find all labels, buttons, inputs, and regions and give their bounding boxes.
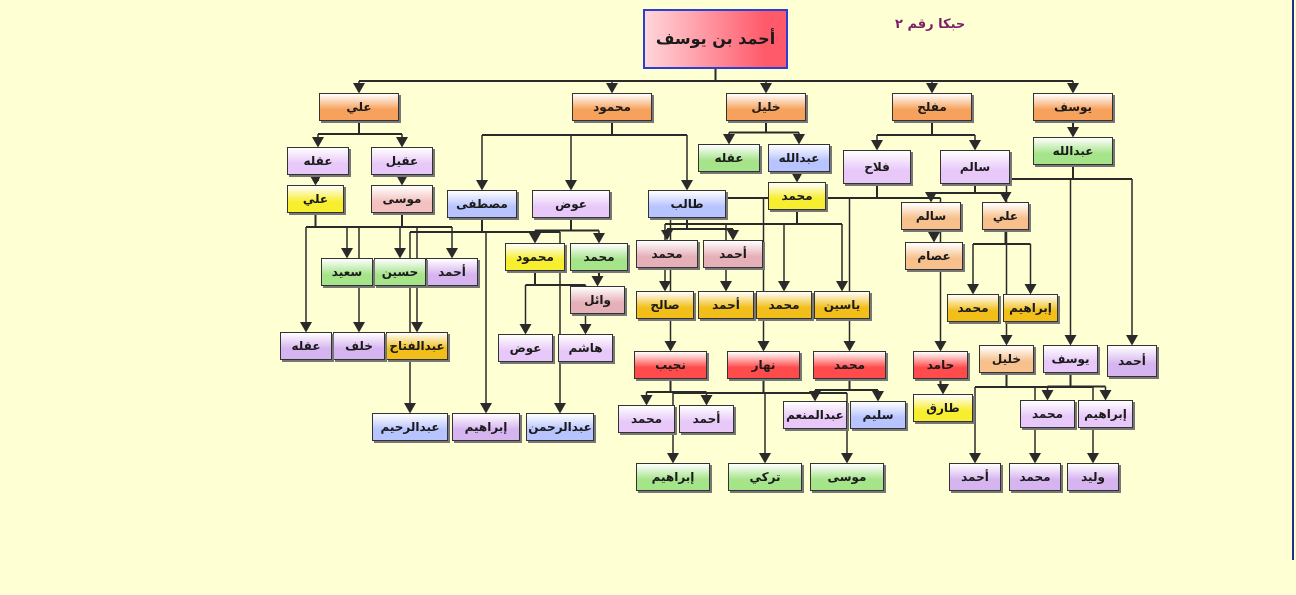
tree-node-must-abdulraheem: عبدالرحيم (372, 413, 448, 441)
tree-node-yk-waleed: وليد (1067, 463, 1119, 491)
tree-node-awad-mohammad: محمد (570, 243, 628, 271)
tree-node-kh-aqla: عقله (698, 144, 760, 172)
tree-node-sals-essam: عصام (905, 242, 963, 270)
tree-node-khalil: خليل (726, 93, 806, 121)
tree-node-m-taleb: طالب (648, 190, 726, 218)
tree-node-naj-mohammad: محمد (618, 405, 675, 433)
tree-node-ya-ahmad: أحمد (1107, 345, 1157, 377)
tree-node-sal-salem: سالم (901, 202, 961, 230)
tree-node-fal-mohammad: محمد (813, 351, 886, 379)
tree-node-khm-saleh: صالح (636, 291, 694, 319)
tree-node-musa-saeed: سعيد (321, 258, 373, 286)
tree-node-sali-mohammad: محمد (947, 294, 999, 322)
tree-node-mufleh: مفلح (892, 93, 972, 121)
tree-node-ya-khalil: خليل (979, 345, 1034, 373)
tree-node-kh-abdullah: عبدالله (768, 144, 830, 172)
tree-node-musa-hussein: حسين (374, 258, 426, 286)
tree-node-y-abdullah: عبدالله (1033, 137, 1113, 165)
tree-node-yk-ahmad: أحمد (949, 463, 1001, 491)
tree-node-aqeel-musa: موسى (371, 185, 433, 213)
tree-node-nah-ibrahim: إبراهيم (636, 463, 710, 491)
tree-node-sali-ibrahim: إبراهيم (1003, 294, 1058, 322)
tree-node-khm-mohammad: محمد (756, 291, 812, 319)
tree-node-awad-mahmoud: محمود (505, 243, 565, 271)
chart-title: حبكا رقم ٢ (895, 17, 966, 32)
tree-node-yy-mohammad: محمد (1020, 400, 1075, 428)
tree-node-fm-saleem: سليم (850, 401, 906, 429)
tree-node-sal-ali: علي (982, 202, 1029, 230)
tree-node-abd-mohammad: محمد (768, 182, 826, 210)
tree-node-yousef: يوسف (1033, 93, 1113, 121)
tree-node-m-mustafa: مصطفى (447, 190, 517, 218)
tree-node-khm-ahmad: أحمد (698, 291, 754, 319)
tree-node-must-ibrahim: إبراهيم (452, 413, 520, 441)
tree-node-mu-salem: سالم (940, 150, 1010, 184)
tree-node-m-awad: عوض (532, 190, 610, 218)
tree-node-awmah-hashem: هاشم (558, 334, 613, 362)
tree-node-ham-tareq: طارق (913, 394, 973, 422)
tree-node-fal-najeeb: نجيب (634, 351, 707, 379)
tree-node-ali2-khalaf: خلف (333, 332, 385, 360)
tree-node-ali-aqla: عقله (287, 147, 349, 175)
tree-node-ali2-aqla: عقله (280, 332, 332, 360)
tree-node-aqla-ali: علي (287, 185, 344, 213)
tree-node-taleb-ahmad: أحمد (703, 240, 763, 268)
tree-node-ya-yousef: يوسف (1043, 345, 1098, 373)
tree-node-fal-nahar: نهار (727, 351, 800, 379)
tree-node-musa-ahmad: أحمد (426, 258, 478, 286)
tree-node-naj-ahmad: أحمد (679, 405, 734, 433)
tree-node-yk-mohammad: محمد (1009, 463, 1061, 491)
tree-node-fal-hamed: حامد (913, 351, 968, 379)
tree-node-mu-falah: فلاح (843, 150, 911, 184)
tree-node-ali: علي (319, 93, 399, 121)
tree-node-khm-yaseen: ياسين (814, 291, 870, 319)
tree-node-yy-ibrahim: إبراهيم (1078, 400, 1133, 428)
right-edge-border (1292, 0, 1294, 560)
tree-node-ali-aqeel: عقيل (371, 147, 433, 175)
tree-node-mahmoud: محمود (572, 93, 652, 121)
tree-node-fm-abdulmoneim: عبدالمنعم (783, 401, 847, 429)
tree-node-nah-musa: موسى (810, 463, 884, 491)
tree-node-taleb-mohammad: محمد (636, 240, 698, 268)
tree-node-root: أحمد بن يوسف (643, 9, 788, 69)
tree-node-ali2-abdulfattah: عبدالفتاح (386, 332, 448, 360)
tree-node-awmah-awad: عوض (498, 334, 553, 362)
tree-node-nah-turki: تركي (728, 463, 802, 491)
tree-node-awmoh-wael: وائل (570, 286, 625, 314)
tree-node-must-abdulrahman: عبدالرحمن (526, 413, 594, 441)
